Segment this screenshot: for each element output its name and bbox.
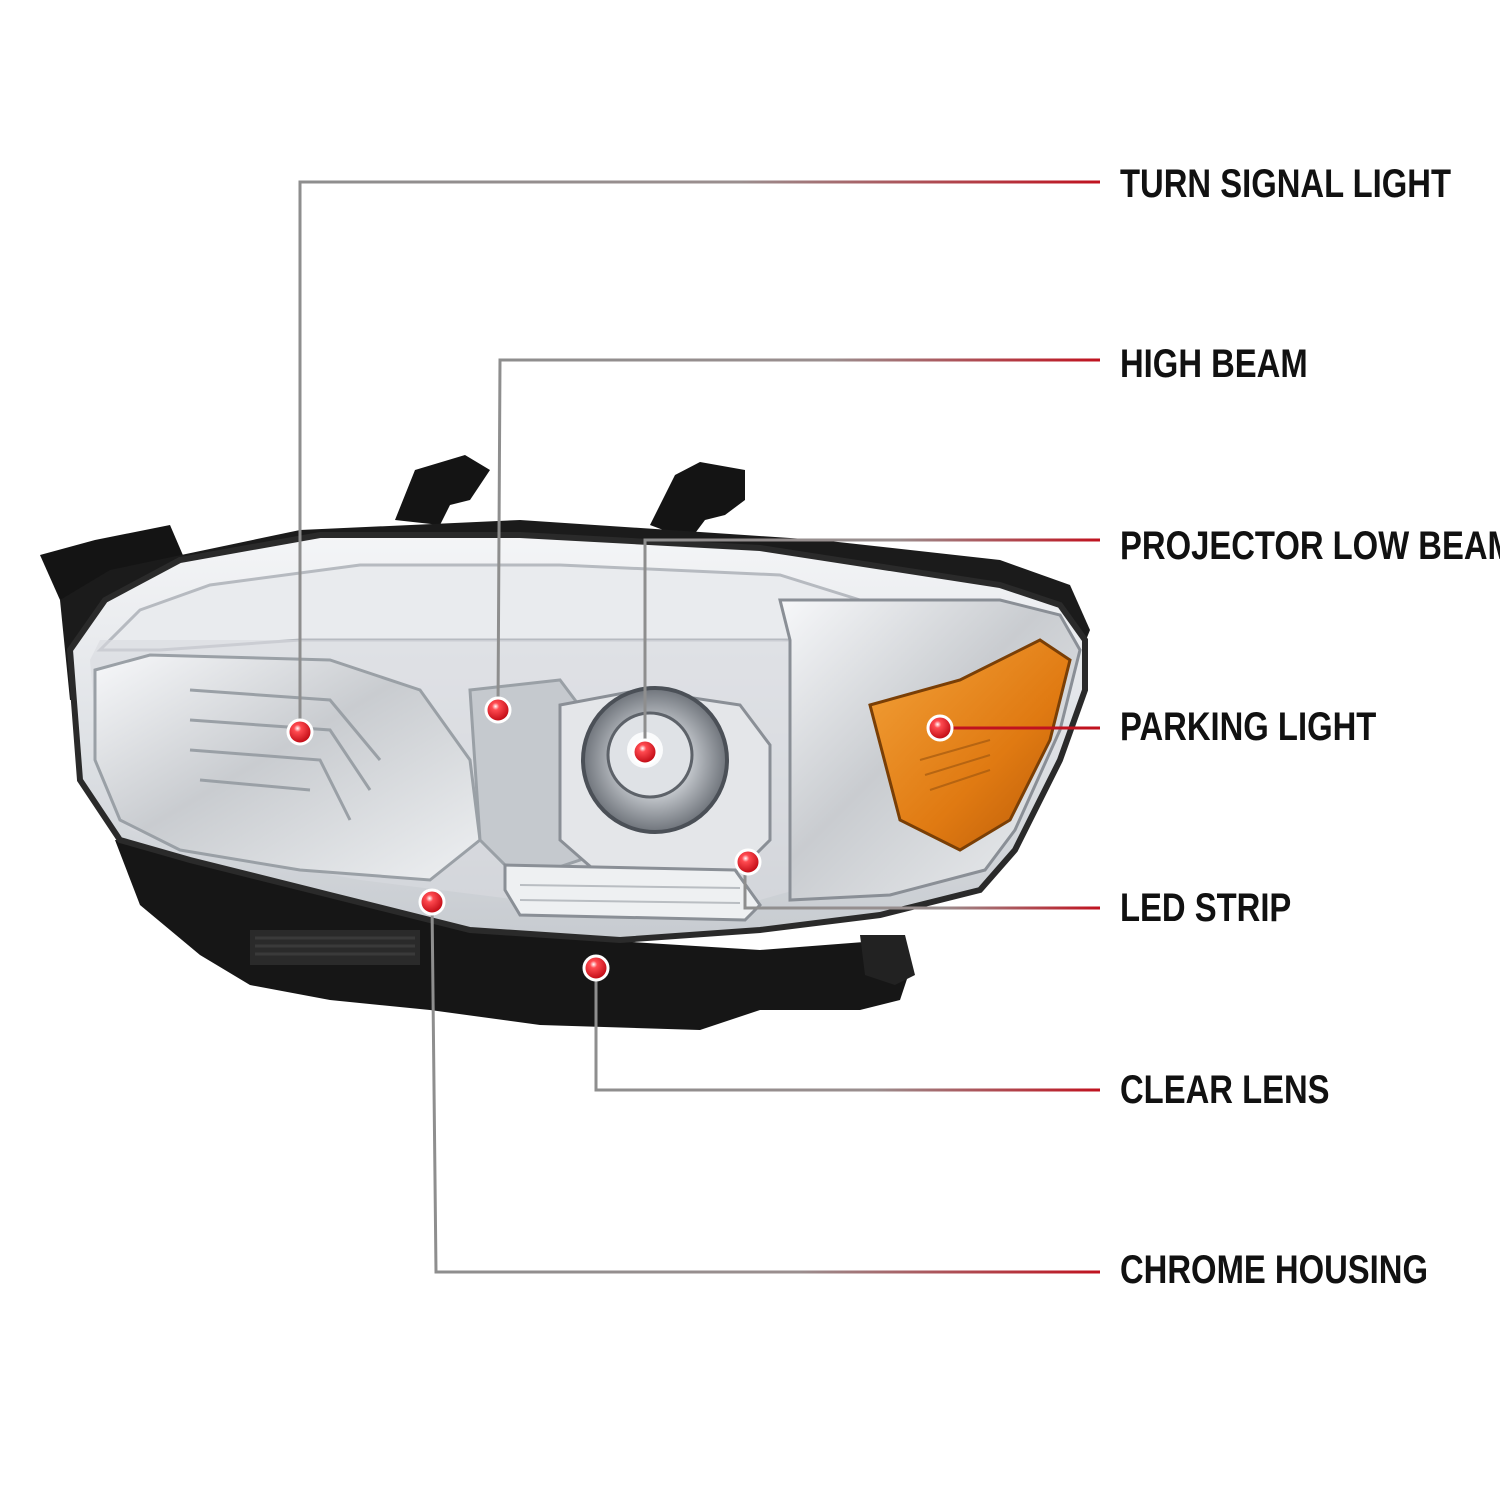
marker-high-beam	[484, 696, 512, 724]
marker-led-strip	[734, 848, 762, 876]
chrome-reflector	[93, 653, 592, 882]
leader-high-beam	[496, 358, 1100, 711]
leader-lines	[298, 180, 1100, 1274]
label-chrome-housing: CHROME HOUSING	[1120, 1248, 1428, 1292]
label-projector-low-beam: PROJECTOR LOW BEAM	[1120, 524, 1500, 568]
marker-parking	[926, 714, 954, 742]
projector-assembly	[558, 686, 772, 877]
label-led-strip: LED STRIP	[1120, 886, 1292, 930]
markers	[286, 696, 954, 982]
leader-led-strip	[743, 865, 1100, 910]
label-clear-lens: CLEAR LENS	[1120, 1068, 1330, 1112]
leader-turn-signal	[298, 180, 1100, 732]
leader-projector	[643, 538, 1100, 752]
label-parking-light: PARKING LIGHT	[1120, 705, 1377, 749]
marker-projector	[631, 738, 659, 766]
parking-light-assembly	[778, 598, 1082, 902]
marker-clear-lens	[582, 954, 610, 982]
label-high-beam: HIGH BEAM	[1120, 342, 1308, 386]
leader-chrome-housing	[430, 901, 1100, 1274]
led-strip	[503, 863, 762, 922]
leader-clear-lens	[594, 970, 1100, 1092]
label-turn-signal-light: TURN SIGNAL LIGHT	[1120, 162, 1452, 206]
marker-chrome-housing	[418, 888, 446, 916]
marker-turn-signal	[286, 718, 314, 746]
